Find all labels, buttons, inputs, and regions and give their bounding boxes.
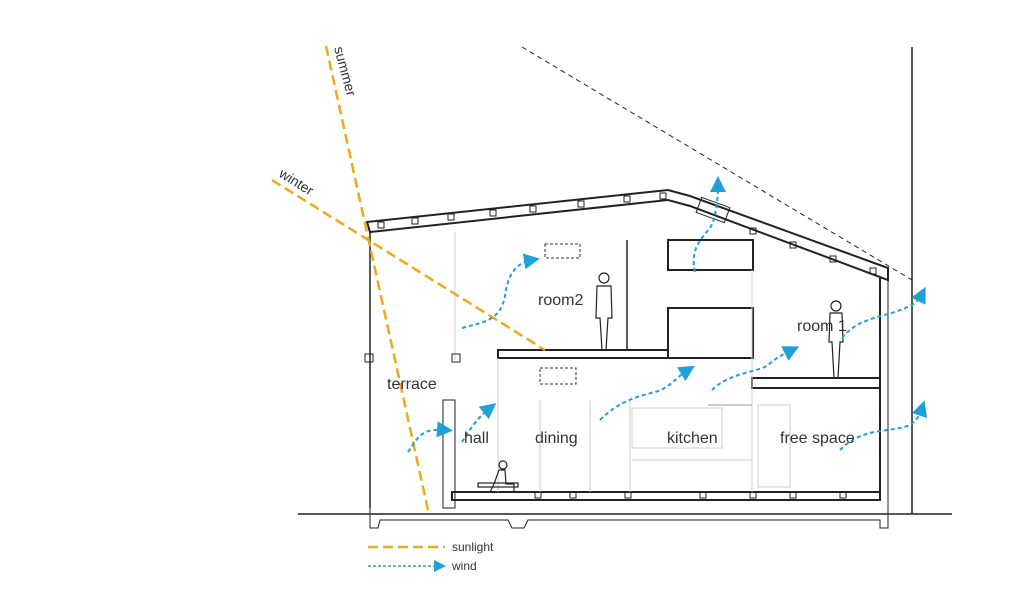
- foundation: [369, 500, 889, 529]
- wind-arrow: [407, 421, 453, 453]
- floor-joists: [534, 491, 847, 499]
- terrace-label: terrace: [387, 376, 437, 393]
- legend-wind-label: wind: [451, 559, 477, 573]
- room2-box: [667, 239, 754, 271]
- terrace-post-mid: [451, 353, 461, 363]
- setback-line: [521, 46, 913, 281]
- roof-joists: [377, 192, 877, 275]
- room2-shelf: [544, 243, 581, 259]
- ground-floor: [451, 491, 881, 501]
- wind-arrow: [461, 253, 540, 329]
- wind-arrow: [839, 400, 928, 451]
- terrace-post-top: [364, 353, 374, 363]
- dining-label: dining: [535, 430, 578, 447]
- legend: sunlight wind: [368, 540, 494, 573]
- room2-box-low: [667, 307, 754, 359]
- winter-ray: [271, 178, 546, 352]
- sunlight-rays: [271, 45, 546, 511]
- person-room1: [828, 300, 844, 379]
- kitchen-label: kitchen: [667, 430, 718, 447]
- wind-arrow: [599, 365, 695, 421]
- legend-sunlight-label: sunlight: [452, 540, 494, 554]
- room1-label: room 1: [797, 318, 847, 335]
- wind-arrow: [841, 286, 926, 339]
- room1-floor: [751, 377, 881, 389]
- summer-ray: [324, 45, 430, 511]
- terrace-rail: [442, 399, 456, 509]
- person-room2: [595, 272, 613, 351]
- hall-label: hall: [464, 430, 489, 447]
- person-hall: [477, 460, 519, 493]
- room2-label: room2: [538, 292, 583, 309]
- free-space-label: free space: [780, 430, 855, 447]
- winter-label: winter: [276, 164, 317, 198]
- wind-arrow: [461, 403, 497, 443]
- interior-elevation: [497, 270, 791, 492]
- wind-arrows: [407, 176, 928, 453]
- skylight: [695, 196, 731, 224]
- wind-arrow: [692, 176, 726, 273]
- room2-floor: [497, 349, 669, 359]
- summer-label: summer: [331, 45, 360, 98]
